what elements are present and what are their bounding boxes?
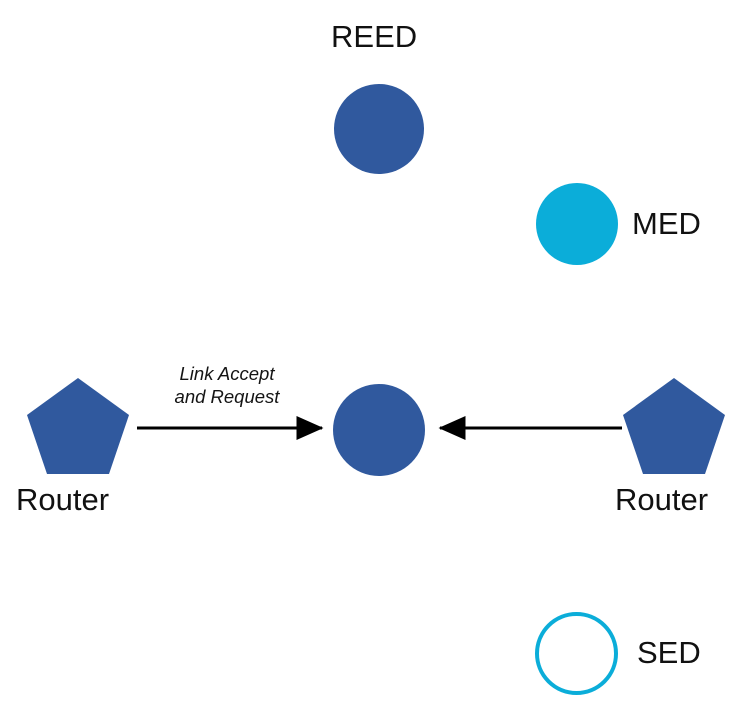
router-left-label: Router (16, 482, 110, 517)
router-right-pentagon[interactable] (622, 377, 726, 475)
edge-left-to-center-label: Link Accept and Request (174, 363, 280, 407)
reed-node-label: REED (331, 19, 418, 54)
leader-node-circle[interactable] (333, 384, 425, 476)
router-left-pentagon[interactable] (26, 377, 130, 475)
med-node-label: MED (632, 206, 701, 241)
sed-node-circle[interactable] (535, 612, 618, 695)
reed-node-circle[interactable] (334, 84, 424, 174)
med-node-circle[interactable] (536, 183, 618, 265)
router-right-label: Router (615, 482, 709, 517)
sed-node-label: SED (637, 635, 701, 670)
